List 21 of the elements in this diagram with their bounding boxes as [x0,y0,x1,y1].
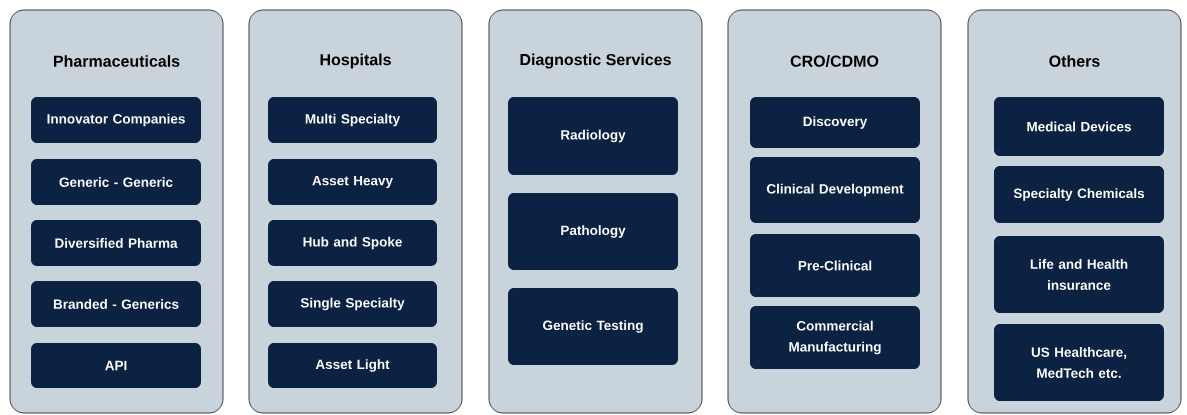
segment-box: Discovery [750,97,920,148]
segment-box: Multi Specialty [268,97,437,143]
segment-box: Asset Light [268,343,437,388]
segment-box: Generic - Generic [31,159,201,205]
segment-box: Pathology [508,193,678,270]
segment-box: Branded - Generics [31,281,201,327]
segment-box: Specialty Chemicals [994,166,1164,223]
segment-box: Commercial Manufacturing [750,306,920,369]
segment-box: Innovator Companies [31,97,201,143]
segment-box: Single Specialty [268,281,437,327]
segment-box: Genetic Testing [508,288,678,365]
segment-box: Radiology [508,97,678,175]
segment-box: API [31,343,201,388]
segment-box: Clinical Development [750,157,920,223]
segment-box: Diversified Pharma [31,220,201,266]
segment-box: Asset Heavy [268,159,437,205]
segment-box: Life and Health insurance [994,236,1164,313]
segment-box: Pre-Clinical [750,234,920,297]
segment-box: Hub and Spoke [268,220,437,266]
segment-box: US Healthcare, MedTech etc. [994,324,1164,401]
segment-box: Medical Devices [994,97,1164,156]
